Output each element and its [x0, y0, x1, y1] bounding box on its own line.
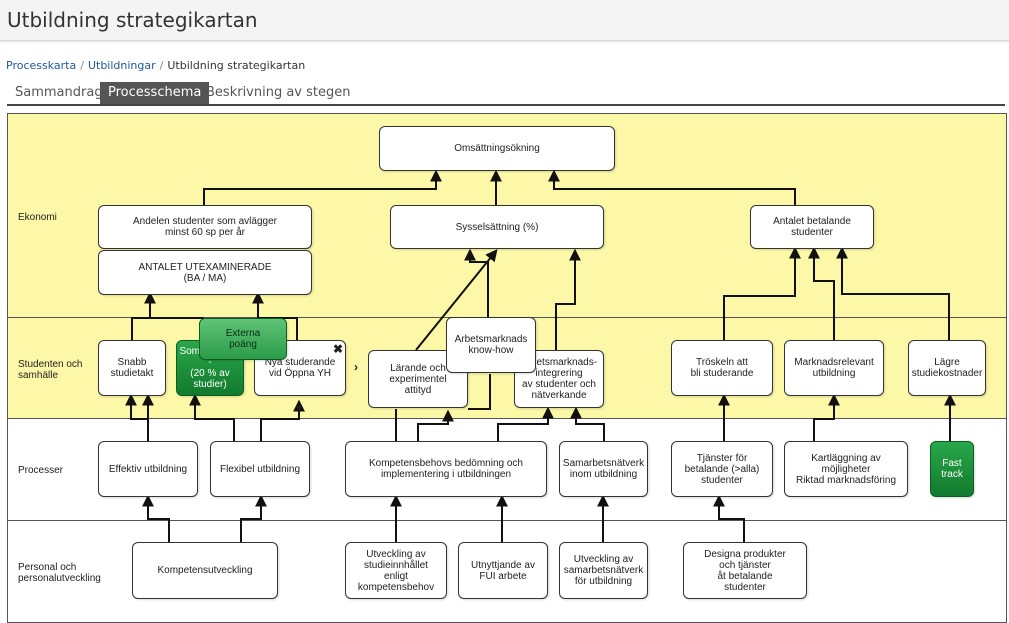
- tab-processchema[interactable]: Processchema: [100, 82, 210, 104]
- breadcrumb: Processkarta/Utbildningar/Utbildning str…: [6, 59, 305, 72]
- node-arbetsmarknads-knowhow[interactable]: Arbetsmarknads know-how: [446, 317, 536, 373]
- node-designa-produkter[interactable]: Designa produkter och tjänster åt betala…: [683, 542, 807, 599]
- breadcrumb-current: Utbildning strategikartan: [167, 59, 306, 72]
- breadcrumb-link-processkarta[interactable]: Processkarta: [6, 59, 77, 72]
- node-tjanster-betalande[interactable]: Tjänster för betalande (>alla) studenter: [671, 441, 773, 497]
- node-fast-track[interactable]: Fast track: [930, 441, 974, 497]
- top-bar: Utbildning strategikartan: [0, 0, 1009, 41]
- chevron-right-icon[interactable]: ›: [354, 360, 358, 374]
- node-externa-poang[interactable]: Externa poäng: [199, 318, 287, 360]
- node-marknadsrelevant[interactable]: Marknadsrelevant utbildning: [784, 340, 884, 396]
- connector-lines: [125, 169, 956, 542]
- tab-sammandrag[interactable]: Sammandrag: [15, 85, 103, 100]
- row-label-personal: Personal och personalutveckling: [18, 562, 101, 584]
- node-utnyttjande-fui[interactable]: Utnyttjande av FUI arbete: [458, 542, 548, 599]
- breadcrumb-separator: /: [80, 59, 84, 72]
- process-diagram: Ekonomi Studenten och samhälle Processer…: [7, 113, 1007, 623]
- tab-bar: Sammandrag Processchema Beskrivning av s…: [7, 82, 1005, 106]
- node-utveckling-samarbetsnatverk[interactable]: Utveckling av samarbetsnätverk för utbil…: [559, 542, 648, 599]
- row-label-ekonomi: Ekonomi: [18, 212, 57, 223]
- node-troskeln[interactable]: Tröskeln att bli studerande: [671, 340, 773, 396]
- page-title: Utbildning strategikartan: [7, 8, 258, 32]
- row-label-processer: Processer: [18, 465, 64, 476]
- node-kompetensutveckling[interactable]: Kompetensutveckling: [132, 542, 278, 599]
- node-effektiv-utbildning[interactable]: Effektiv utbildning: [98, 441, 198, 497]
- node-antalet-betalande[interactable]: Antalet betalande studenter: [750, 205, 874, 249]
- node-kartlaggning[interactable]: Kartläggning av möjligheter Riktad markn…: [784, 441, 908, 497]
- node-antalet-utexaminerade[interactable]: ANTALET UTEXAMINERADE (BA / MA): [98, 250, 312, 295]
- node-sysselsattning[interactable]: Sysselsättning (%): [390, 205, 604, 249]
- row-label-studenten: Studenten och samhälle: [18, 359, 83, 381]
- chevron-down-icon[interactable]: ⌄: [294, 398, 305, 412]
- breadcrumb-separator: /: [159, 59, 164, 72]
- node-samarbetsnatverk[interactable]: Samarbetsnätverk inom utbildning: [559, 441, 648, 497]
- node-utveckling-studieinnehall[interactable]: Utveckling av studieinnhållet enligt kom…: [345, 542, 447, 599]
- breadcrumb-link-utbildningar[interactable]: Utbildningar: [87, 59, 156, 72]
- close-icon[interactable]: ✖: [333, 342, 344, 356]
- node-snabb-studietakt[interactable]: Snabb studietakt: [98, 340, 166, 396]
- node-andelen-studenter[interactable]: Andelen studenter som avlägger minst 60 …: [98, 205, 312, 249]
- node-lagre-studiekostnader[interactable]: Lägre studiekostnader: [908, 340, 986, 396]
- node-flexibel-utbildning[interactable]: Flexibel utbildning: [210, 441, 310, 497]
- node-omsattningsokning[interactable]: Omsättningsökning: [379, 126, 615, 171]
- node-kompetensbehovs-bedomning[interactable]: Kompetensbehovs bedömning och implemente…: [345, 441, 547, 497]
- tab-beskrivning[interactable]: Beskrivning av stegen: [206, 85, 351, 100]
